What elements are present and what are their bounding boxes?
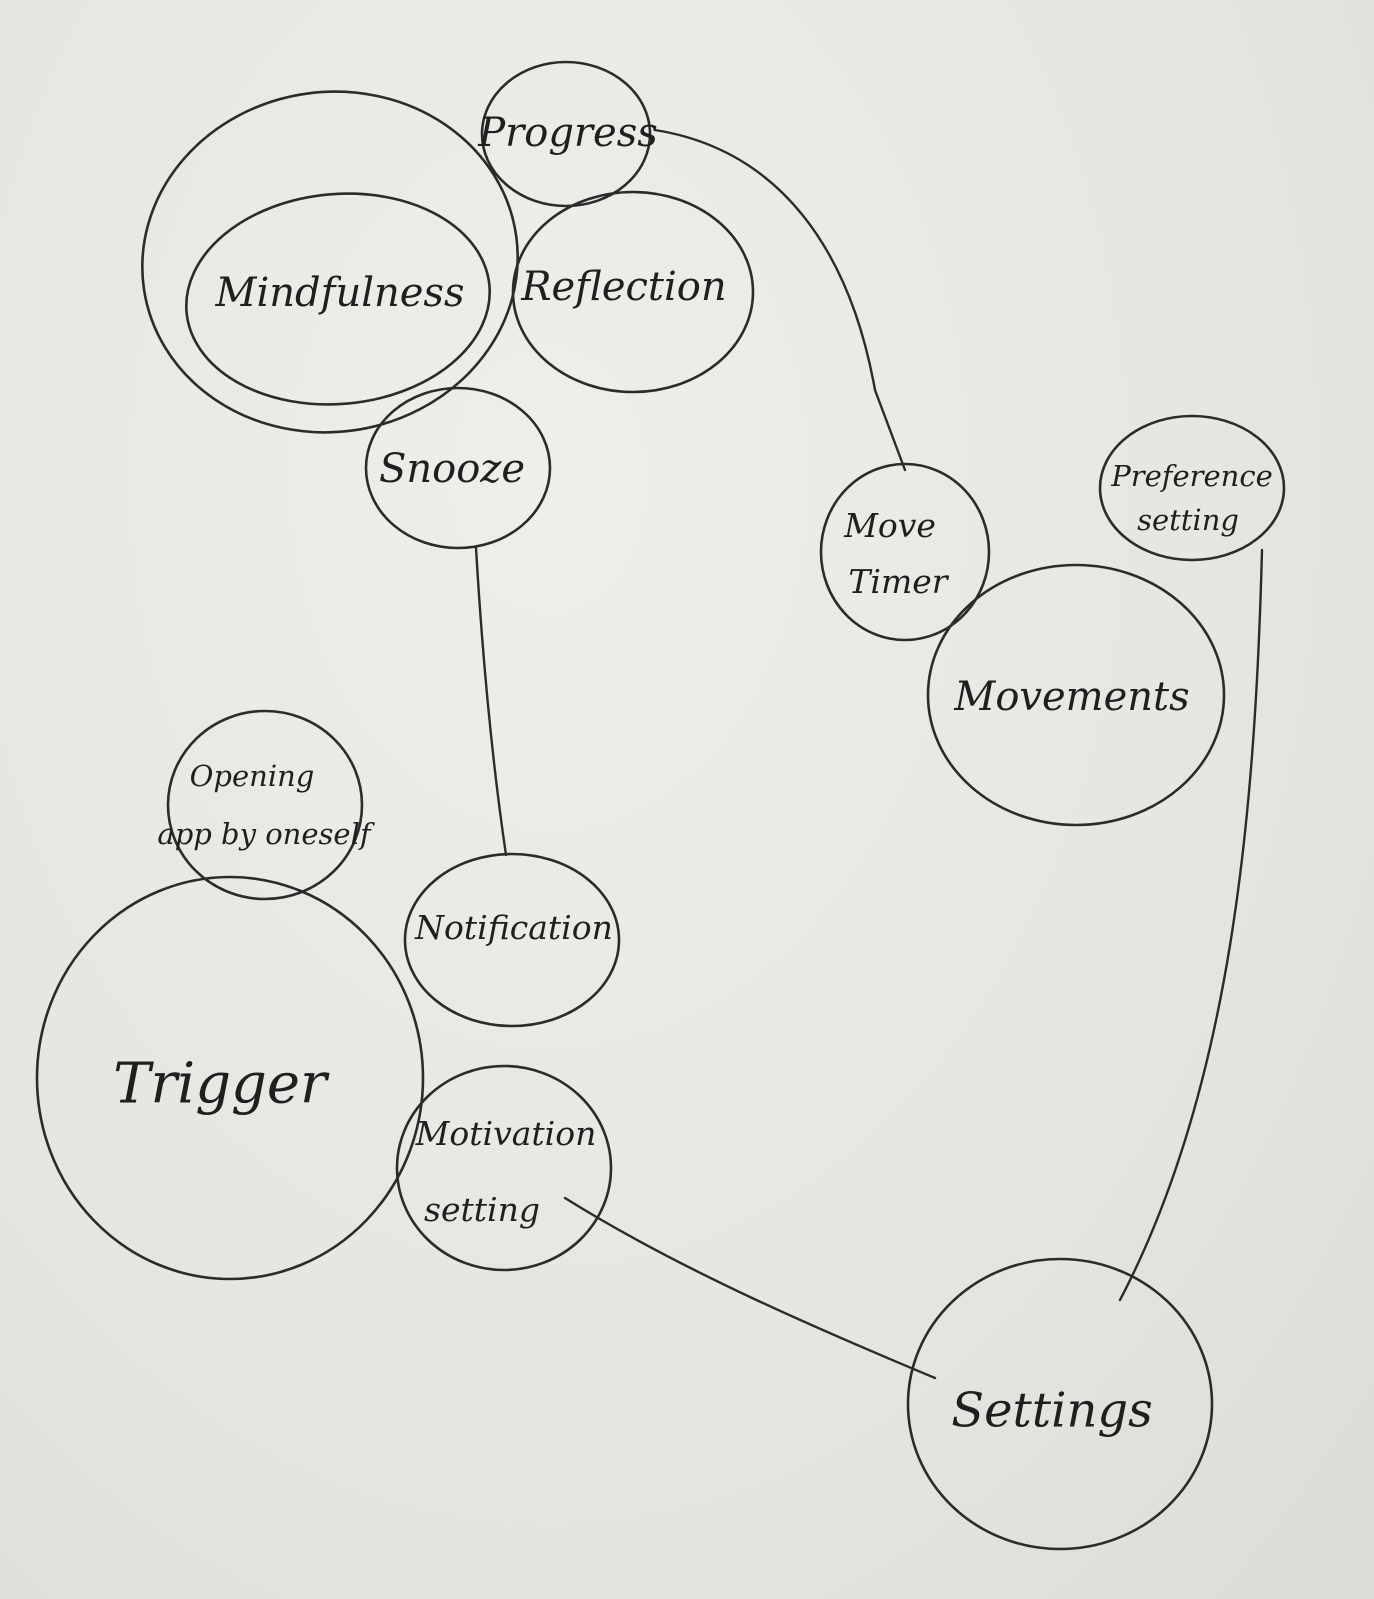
movements-label: Movements (953, 674, 1189, 720)
trigger-label: Trigger (113, 1052, 330, 1117)
move-timer-label-line2: Timer (848, 562, 949, 601)
move-timer-ring (819, 462, 991, 642)
movements-ring (926, 563, 1226, 827)
opening-app-ring (166, 709, 364, 901)
preference-setting-label-line2: setting (1137, 503, 1239, 537)
link-snooze-notification (474, 546, 508, 857)
notification-label: Notification (414, 908, 613, 947)
settings-label: Settings (951, 1383, 1153, 1439)
progress-ring (480, 60, 652, 208)
preference-setting-ring (1098, 414, 1286, 562)
link-motivation-settings (563, 1196, 937, 1380)
opening-app-label-line2: app by oneself (157, 817, 375, 851)
progress-label: Progress (477, 110, 658, 156)
trigger-ring (35, 875, 425, 1281)
motivation-setting-label-line1: Motivation (415, 1114, 597, 1153)
snooze-label: Snooze (379, 446, 525, 492)
reflection-label: Reflection (520, 264, 726, 310)
mindfulness-group-ring (141, 90, 519, 434)
notification-ring (403, 852, 621, 1028)
reflection-ring (511, 190, 755, 394)
mindfulness-ring (185, 192, 491, 406)
mindfulness-label: Mindfulness (215, 270, 465, 316)
preference-setting-label-line1: Preference (1110, 459, 1273, 493)
link-preference-settings (1118, 548, 1264, 1302)
move-timer-label-line1: Move (843, 506, 936, 545)
settings-ring (906, 1257, 1214, 1551)
snooze-ring (364, 386, 552, 550)
motivation-setting-label-line2: setting (424, 1190, 540, 1229)
link-progress-movetimer (653, 128, 907, 472)
opening-app-label-line1: Opening (190, 759, 315, 793)
motivation-setting-ring (395, 1064, 613, 1272)
